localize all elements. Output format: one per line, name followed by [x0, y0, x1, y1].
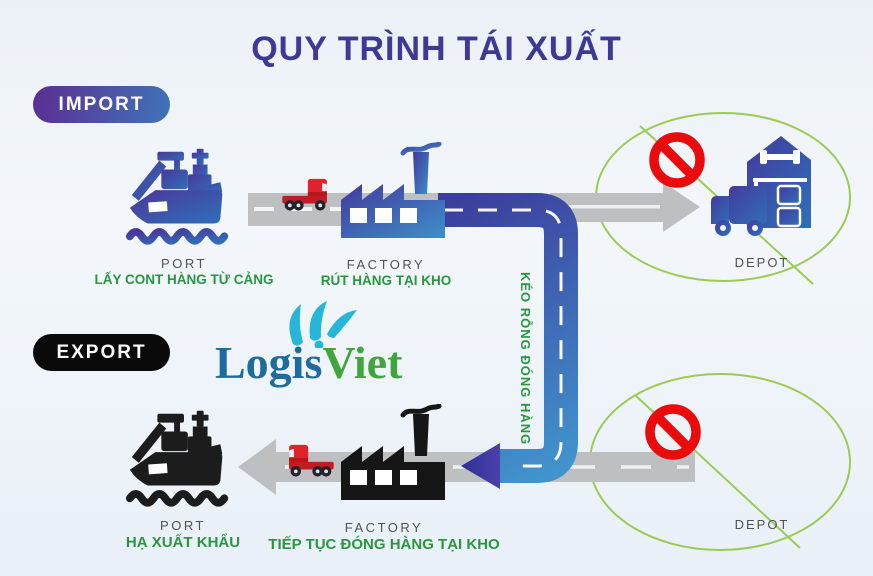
import-port-desc: LẤY CONT HÀNG TỪ CẢNG — [94, 272, 274, 287]
factory-icon — [333, 404, 451, 500]
red-truck-icon — [279, 176, 333, 212]
logo: LogisViet — [215, 300, 445, 400]
export-port-title: PORT — [160, 518, 206, 533]
export-port-desc: HẠ XUẤT KHẨU — [125, 534, 241, 551]
logo-text: LogisViet — [215, 340, 402, 386]
factory-icon — [333, 142, 451, 238]
export-badge: EXPORT — [33, 334, 170, 371]
no-entry-icon — [647, 130, 707, 190]
logo-text-green: Viet — [322, 337, 403, 388]
no-entry-icon — [643, 402, 703, 462]
export-factory-desc: TIẾP TỤC ĐÓNG HÀNG TẠI KHO — [268, 536, 500, 553]
reexport-blue-road — [438, 193, 578, 489]
export-factory-title: FACTORY — [344, 520, 424, 535]
import-depot-title: DEPOT — [734, 255, 790, 270]
export-depot-title: DEPOT — [734, 517, 790, 532]
ship-crane-icon — [122, 140, 240, 252]
splash-icon — [289, 301, 357, 348]
ship-crane-icon — [122, 402, 240, 514]
import-badge: IMPORT — [33, 86, 170, 123]
warehouse-depot-icon — [703, 128, 813, 243]
logo-text-blue: Logis — [215, 337, 323, 388]
import-factory-desc: RÚT HÀNG TẠI KHO — [320, 273, 452, 288]
import-port-title: PORT — [161, 256, 207, 271]
red-truck-icon — [283, 442, 337, 478]
import-factory-title: FACTORY — [346, 257, 426, 272]
page-title: QUY TRÌNH TÁI XUẤT — [251, 30, 622, 68]
connector-label: KÉO RỖNG ĐÓNG HÀNG — [518, 272, 533, 446]
